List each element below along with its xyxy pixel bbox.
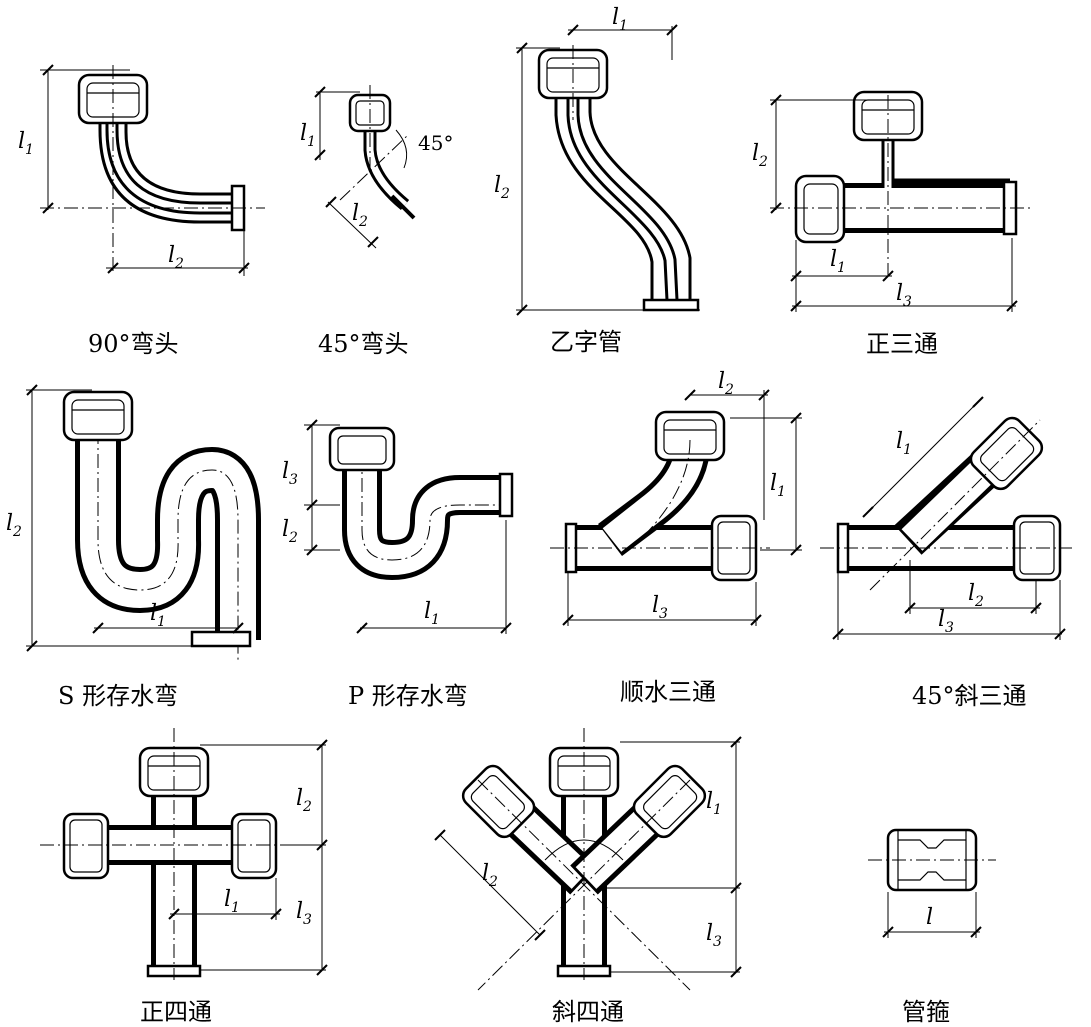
figure-label: 正四通 [140,998,212,1026]
figure-label: 斜四通 [552,998,624,1026]
svg-text:l3: l3 [652,593,668,622]
svg-text:l1: l1 [150,601,166,630]
figure-p-trap: l3 l2 l1 P 形存水弯 [282,419,514,710]
svg-text:l1: l1 [896,429,912,458]
figure-label: 45°斜三通 [912,682,1027,710]
dim-label: l1 [18,129,34,158]
svg-text:l1: l1 [770,471,786,500]
svg-text:l: l [926,905,933,930]
svg-text:l2: l2 [752,141,768,170]
svg-text:l3: l3 [706,921,722,950]
figure-label: 乙字管 [550,328,622,356]
svg-text:l3: l3 [282,459,298,488]
figure-label: 90°弯头 [88,330,179,358]
svg-text:l1: l1 [612,5,628,34]
figure-s-trap: l2 l1 S 形存水弯 [6,384,261,710]
hub-icon [62,390,134,442]
figure-label: 45°弯头 [318,330,409,358]
svg-text:l3: l3 [296,899,312,928]
figure-label: 管箍 [902,998,950,1026]
svg-text:l2: l2 [352,201,368,230]
figure-wye-45: l1 l2 l3 45°斜三通 [820,396,1072,710]
figure-label: 顺水三通 [620,678,716,706]
svg-text:l3: l3 [938,607,954,636]
figure-label: P 形存水弯 [348,682,468,710]
svg-text:l1: l1 [830,247,846,276]
figure-label: 正三通 [866,330,938,358]
figure-cross: l2 l1 l3 正四通 [40,728,328,1026]
figure-elbow-90: l1 l2 90°弯头 [18,64,265,358]
figure-double-wye: l1 l2 l3 斜四通 [434,728,742,1026]
svg-text:l2: l2 [718,369,734,398]
svg-text:l2: l2 [282,517,298,546]
svg-text:l1: l1 [706,789,722,818]
figure-elbow-45: l1 l2 45° 45°弯头 [300,85,453,358]
svg-text:l2: l2 [296,786,312,815]
svg-text:l3: l3 [896,281,912,310]
dim-label: l2 [168,243,184,272]
figure-coupling: l 管箍 [868,828,996,1026]
svg-text:l2: l2 [494,173,510,202]
svg-text:l1: l1 [300,121,316,150]
hub-icon [654,410,726,462]
figure-tee: l2 l1 l3 正三通 [752,90,1030,358]
svg-text:l2: l2 [6,511,22,540]
figure-label: S 形存水弯 [58,682,178,710]
figure-offset-pipe: l1 l2 乙字管 [494,5,700,356]
svg-text:l1: l1 [224,887,240,916]
svg-text:l2: l2 [968,581,984,610]
angle-label: 45° [418,131,453,155]
figure-sweep-tee: l2 l1 l3 顺水三通 [550,369,802,706]
svg-text:l2: l2 [482,861,498,890]
svg-text:l1: l1 [424,599,440,628]
